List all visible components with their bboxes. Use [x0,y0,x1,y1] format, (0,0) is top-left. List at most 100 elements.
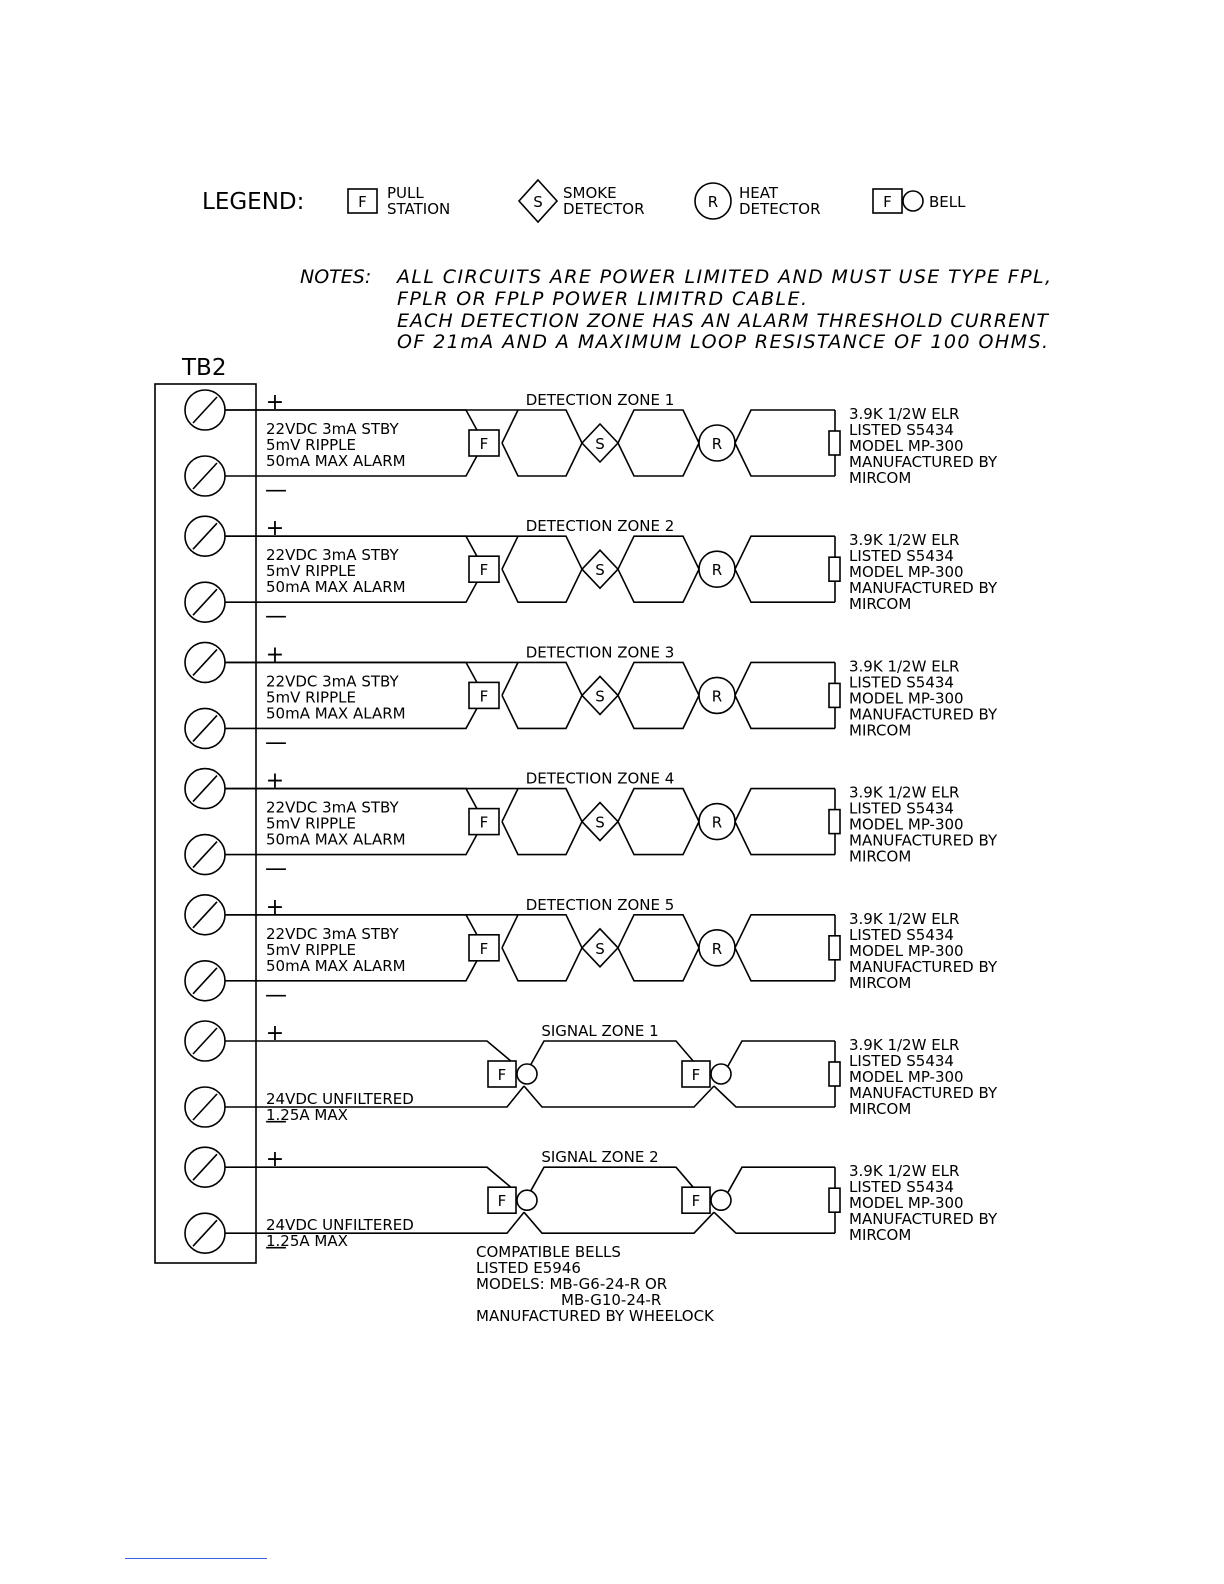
elr-resistor-icon [828,1187,841,1213]
circuit-wire [734,409,835,444]
circuit-wire [225,1085,525,1108]
circuit-wire [501,568,583,603]
circuit-wire [523,1085,715,1108]
pull-station-icon-letter: F [480,435,489,453]
smoke-detector-icon-letter: S [533,193,543,211]
legend-pull-line2: STATION [387,200,450,218]
elr-note-line: MIRCOM [849,1226,911,1244]
elr-note-line: MANUFACTURED BY [849,1210,998,1228]
legend-smoke-line2: DETECTOR [563,200,645,218]
zone-spec-line: 50mA MAX ALARM [266,452,406,470]
heat-detector-icon [698,676,736,715]
elr-resistor-icon [828,1061,841,1087]
bells-note-line: LISTED E5946 [476,1259,581,1277]
elr-note-line: MANUFACTURED BY [849,579,998,597]
heat-detector-icon-letter: R [712,561,722,579]
smoke-detector-icon [580,549,620,590]
pull-station-icon-letter: F [480,687,489,705]
zone-spec-line: 5mV RIPPLE [266,815,356,833]
circuit-wire [501,821,583,856]
notes-line: FPLR OR FPLP POWER LIMITRD CABLE. [397,288,807,310]
bell-icon-letter: F [498,1066,507,1084]
bells-note-line: MB-G10-24-R [561,1291,661,1309]
notes-label: NOTES: [300,266,371,288]
pull-station-icon-letter: F [480,814,489,832]
bell-icon-letter: F [692,1192,701,1210]
bell-icon-circle [710,1189,732,1211]
pull-station-icon [468,933,500,962]
circuit-wire [734,568,835,603]
elr-note-line: MIRCOM [849,721,911,739]
bell-icon [681,1186,711,1214]
bells-note-line: MANUFACTURED BY WHEELOCK [476,1307,715,1325]
zone-spec-line: 5mV RIPPLE [266,941,356,959]
elr-note-line: MANUFACTURED BY [849,453,998,471]
smoke-detector-icon-letter: S [595,561,605,579]
circuit-wire [617,914,700,949]
circuit-wire [734,695,835,730]
circuit-wire [617,947,700,982]
elr-note-line: MIRCOM [849,1100,911,1118]
minus-sign: — [265,1109,287,1134]
pull-station-icon [468,555,500,584]
terminal-screw-slot [192,967,218,995]
zone-spec-line: 1.25A MAX [266,1232,348,1250]
circuit-wire [734,661,835,696]
elr-note-line: 3.9K 1/2W ELR [849,910,959,928]
circuit-wire [727,1166,835,1193]
terminal-screw-slot [192,396,218,424]
terminal-screw-slot [192,588,218,616]
circuit-wire [501,947,583,982]
elr-note-line: MANUFACTURED BY [849,705,998,723]
bell-icon [487,1186,517,1214]
pull-station-icon [468,807,500,836]
terminal-screw-slot [192,1219,218,1247]
zone-spec-line: 24VDC UNFILTERED [266,1216,414,1234]
legend: LEGEND: F PULL STATION S SMOKE DETECTOR … [202,178,966,224]
pull-station-icon-letter: F [480,940,489,958]
circuit-wire [734,914,835,949]
elr-resistor-icon [828,808,841,835]
terminal-screw-slot [192,522,218,550]
elr-note-line: MODEL MP-300 [849,563,964,581]
minus-sign: — [265,730,287,755]
elr-note-line: LISTED S5434 [849,547,954,565]
bell-icon [487,1060,517,1088]
zone-spec-line: 5mV RIPPLE [266,436,356,454]
terminal-screw-slot [192,462,218,490]
circuit-wire [225,1040,513,1063]
legend-pull-line1: PULL [387,184,424,202]
zone-title: SIGNAL ZONE 2 [541,1148,658,1166]
elr-note-line: MODEL MP-300 [849,942,964,960]
notes-line: OF 21mA AND A MAXIMUM LOOP RESISTANCE OF… [397,331,1048,353]
elr-note-line: LISTED S5434 [849,926,954,944]
terminal-screw-slot [192,901,218,929]
elr-note-line: 3.9K 1/2W ELR [849,405,959,423]
circuit-wire [734,947,835,982]
bell-icon-letter: F [692,1066,701,1084]
heat-detector-icon [698,424,736,462]
footnote-separator [125,1558,267,1559]
elr-note-line: MANUFACTURED BY [849,1084,998,1102]
zone-spec-line: 50mA MAX ALARM [266,957,406,975]
plus-sign: + [266,390,284,415]
bell-icon-letter: F [883,193,892,211]
zone-title: DETECTION ZONE 2 [526,517,675,535]
terminal-block [154,383,257,1264]
circuit-wire [713,1085,835,1108]
elr-note-line: MODEL MP-300 [849,437,964,455]
plus-sign: + [266,516,284,541]
bells-note-line: COMPATIBLE BELLS [476,1243,621,1261]
heat-detector-icon-letter: R [712,687,722,705]
zone-spec-line: 22VDC 3mA STBY [266,672,399,690]
bell-icon [872,188,903,214]
elr-note-line: 3.9K 1/2W ELR [849,531,959,549]
bell-icon-circle [516,1063,538,1085]
zone-spec-line: 50mA MAX ALARM [266,831,406,849]
pull-station-icon [347,188,378,214]
plus-sign: + [266,1147,284,1172]
zone-spec-line: 1.25A MAX [266,1106,348,1124]
minus-sign: — [265,1235,287,1260]
plus-sign: + [266,895,284,920]
